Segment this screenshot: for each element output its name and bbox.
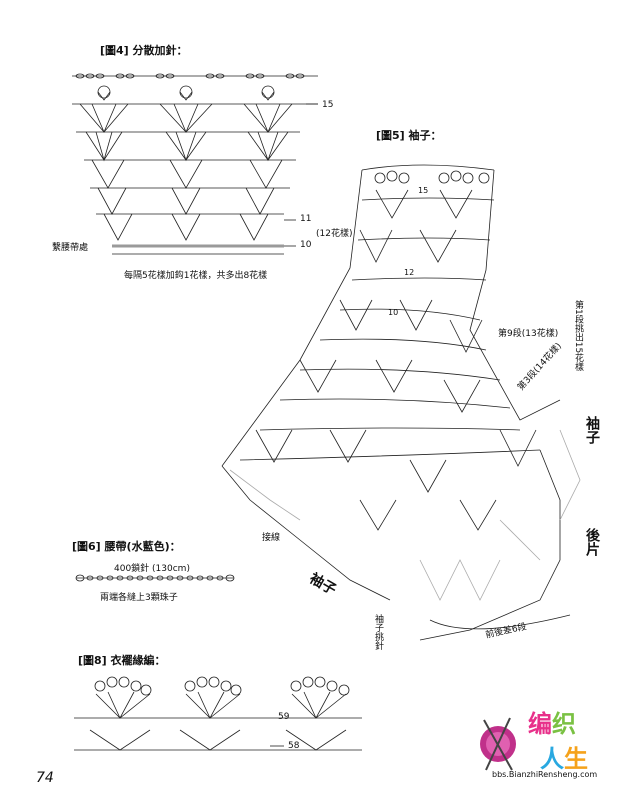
fig4-flower-3 bbox=[261, 85, 275, 101]
fig8-flower-1 bbox=[94, 676, 152, 719]
fig5-row-10: 10 bbox=[388, 308, 399, 317]
fig6-chain-count: 400鎖針 (130cm) bbox=[114, 564, 190, 574]
logo-char-1: 编 bbox=[528, 710, 552, 738]
fig8-row-59: 59 bbox=[278, 712, 290, 722]
fig5-flowers-12: (12花樣) bbox=[316, 229, 353, 239]
fig4-note: 每隔5花樣加鈎1花樣，共多出8花樣 bbox=[124, 271, 268, 281]
bianzhi-logo: 编 织 人 生 bbox=[528, 704, 608, 774]
fig5-sleeve-pick: 袖子挑針 bbox=[373, 614, 383, 650]
fig5-sleeve-right: 袖子 bbox=[584, 416, 600, 444]
fig6-note: 兩端各縫上3顆珠子 bbox=[100, 593, 178, 603]
logo-url: bbs.BianzhiRensheng.com bbox=[492, 770, 598, 779]
fig5-chart bbox=[221, 164, 581, 641]
fig8-title: [圖8] 衣襬緣編： bbox=[78, 654, 166, 667]
fig5-gray-section bbox=[229, 429, 581, 601]
fig8-row-58: 58 bbox=[288, 741, 300, 751]
fig4-top-chain bbox=[72, 73, 318, 79]
fig5-row9-note: 第9段(13花樣) bbox=[498, 329, 559, 339]
fig4-flower-2 bbox=[179, 85, 193, 101]
fig6-title: [圖6] 腰帶(水藍色)： bbox=[72, 540, 181, 553]
fig4-row-10-label: 10 bbox=[300, 240, 312, 250]
fig5-title: [圖5] 袖子： bbox=[376, 129, 442, 142]
fig4-flower-1 bbox=[97, 85, 111, 101]
fig5-fans bbox=[255, 189, 537, 531]
fig5-pick-up-note: 第1段挑出15花樣 bbox=[573, 300, 583, 372]
fig5-back-piece: 後片 bbox=[584, 528, 600, 556]
logo-char-3: 人 bbox=[540, 745, 564, 773]
fig5-row-12: 12 bbox=[404, 268, 415, 277]
logo-char-2: 织 bbox=[552, 710, 576, 738]
fig5-row-15: 15 bbox=[418, 186, 429, 195]
yarn-ball-logo bbox=[480, 717, 516, 771]
fig5-flowers-top bbox=[374, 170, 490, 184]
fig4-title: [圖4] 分散加針： bbox=[100, 44, 188, 57]
fig4-row-15-label: 15 bbox=[322, 100, 334, 110]
fig8-flower-3 bbox=[290, 676, 350, 719]
logo-char-4: 生 bbox=[564, 745, 588, 773]
fig4-chart bbox=[72, 73, 318, 255]
fig4-belt-label: 繫腰帶處 bbox=[52, 243, 89, 253]
fig5-join: 接線 bbox=[262, 533, 281, 543]
page-number: 74 bbox=[36, 770, 54, 786]
fig6-belt bbox=[75, 574, 235, 582]
fig8-edging bbox=[74, 676, 362, 751]
fig8-flower-2 bbox=[184, 676, 242, 719]
fig4-fans bbox=[79, 103, 293, 241]
fig4-row-11-label: 11 bbox=[300, 214, 312, 224]
